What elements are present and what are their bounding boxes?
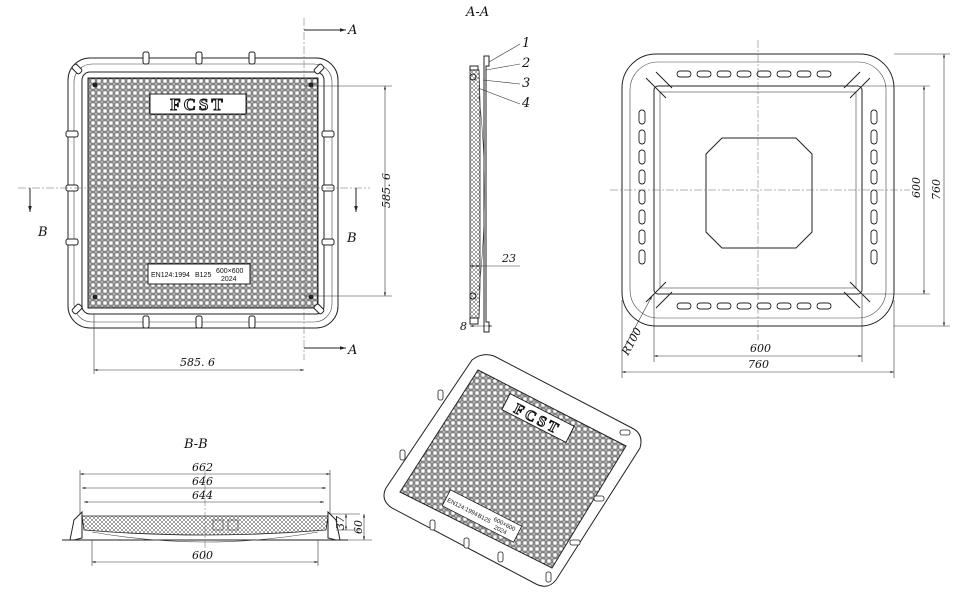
brand-plate xyxy=(149,93,247,115)
callout-2: 2 xyxy=(521,56,530,71)
marking-standard: EN124:1994 xyxy=(151,272,190,279)
frame-slots xyxy=(638,70,878,310)
dim-bb-37: 37 xyxy=(334,516,347,530)
dim-bb-646: 646 xyxy=(192,475,213,488)
section-bb-frame-left xyxy=(62,510,83,541)
marking-year: 2024 xyxy=(221,276,237,283)
callout-3: 3 xyxy=(522,76,530,91)
section-aa-cover-hatched xyxy=(469,69,481,319)
section-marker-a-top: A xyxy=(347,23,357,38)
dim-top-width: 585. 6 xyxy=(180,356,215,369)
marking-class: B125 xyxy=(195,272,211,279)
dim-frame-outer-width: 760 xyxy=(748,358,769,371)
section-aa-title: A-A xyxy=(465,5,489,20)
brand-logo-text: FCST xyxy=(170,95,225,114)
section-marker-b-left: B xyxy=(37,225,48,240)
section-bb: B-B 662 646 644 600 37 60 xyxy=(62,437,372,566)
frame-corner-ribs xyxy=(645,71,871,309)
section-bb-title: B-B xyxy=(183,437,208,452)
section-bb-cover-hatched xyxy=(81,515,329,536)
callout-1: 1 xyxy=(522,36,530,51)
callout-4: 4 xyxy=(521,96,530,111)
dim-bb-662: 662 xyxy=(192,461,213,474)
iso-marking-plate xyxy=(441,489,523,543)
frame-view: 600 760 600 760 R100 xyxy=(610,40,950,378)
top-view: FCST EN124:1994 B125 600×600 2024 A A B … xyxy=(18,18,393,374)
frame-lugs xyxy=(65,51,335,329)
cover-frame-inner-line xyxy=(73,63,333,323)
dim-frame-inner-width: 600 xyxy=(750,342,771,355)
isometric-view: FCST EN124:1994 B125 600×600 2024 xyxy=(383,354,642,587)
dim-top-height: 585. 6 xyxy=(380,173,393,208)
dim-aa-8: 8 xyxy=(460,320,467,333)
section-marker-a-bottom: A xyxy=(347,343,357,358)
iso-brand-plate xyxy=(501,392,575,444)
frame-center-opening xyxy=(705,137,813,249)
cover-plate xyxy=(81,71,325,315)
section-aa: A-A 1 2 3 4 23 8 xyxy=(460,5,530,333)
dim-bb-60: 60 xyxy=(352,520,365,534)
iso-lugs xyxy=(399,389,631,583)
marking-size: 600×600 xyxy=(216,268,244,275)
dim-aa-23: 23 xyxy=(501,252,516,265)
marking-plate xyxy=(147,263,251,285)
dim-bb-600: 600 xyxy=(192,549,213,562)
dim-frame-inner-height: 600 xyxy=(910,177,923,198)
dim-frame-outer-height: 760 xyxy=(930,179,943,200)
iso-frame-outline xyxy=(383,354,642,587)
iso-marking-year: 2024 xyxy=(493,525,508,537)
cover-outer-frame xyxy=(67,57,339,329)
dim-frame-radius: R100 xyxy=(619,325,645,358)
section-marker-b-right: B xyxy=(346,231,357,246)
dim-bb-644: 644 xyxy=(192,489,213,502)
iso-cover-grid xyxy=(399,369,627,569)
